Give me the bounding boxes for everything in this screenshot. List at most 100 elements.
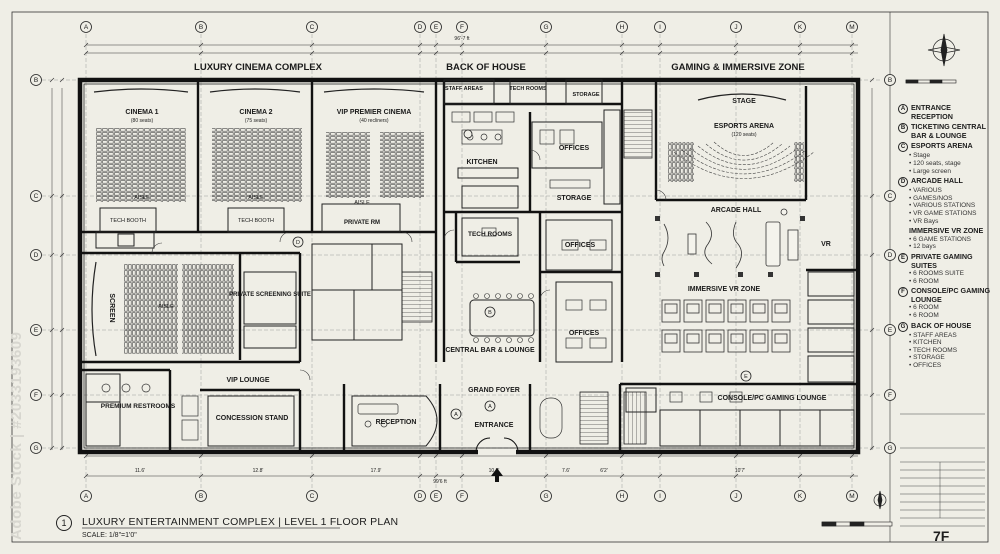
room-vr: VR — [821, 241, 831, 248]
room-immersive: IMMERSIVE VR ZONE — [688, 286, 761, 293]
grid-bubble-row — [884, 389, 896, 401]
grid-label-col: M — [849, 24, 854, 31]
grid-label-col: M — [849, 493, 854, 500]
legend-subitem: • STAFF AREAS — [909, 331, 957, 339]
grid-bubble-col — [414, 490, 426, 502]
grid-label-col: A — [84, 493, 89, 500]
legend-key-circle: F — [898, 287, 908, 298]
grid-bubble-col — [654, 21, 666, 33]
grid-bubble-col — [730, 490, 742, 502]
legend-subitem: • 120 seats, stage — [909, 159, 961, 167]
grid-bubble-col — [456, 490, 468, 502]
room-vip-cinema-seats: (40 recliners) — [359, 118, 389, 124]
tech-booth-1: TECH BOOTH — [110, 218, 146, 224]
room-vip-cinema: VIP PREMIER CINEMA — [337, 109, 412, 116]
vr-pod — [727, 299, 747, 323]
grid-bubble-row — [30, 190, 42, 202]
legend-title: PRIVATE GAMING SUITES — [911, 251, 973, 270]
grid-label-col: H — [620, 493, 625, 500]
room-kitchen: KITCHEN — [466, 159, 497, 166]
grid-bubble-col — [80, 21, 92, 33]
grid-bubble-col — [730, 21, 742, 33]
legend-subitem: • VARIOUS — [909, 187, 942, 195]
grid-label-row: G — [33, 445, 38, 452]
tech-booth-2: TECH BOOTH — [238, 218, 274, 224]
grid-bubble-col — [654, 490, 666, 502]
grid-label-col: E — [434, 24, 439, 31]
grid-bubble-col — [456, 21, 468, 33]
legend-subitem: • Large screen — [909, 167, 952, 175]
grid-label-row: C — [34, 193, 39, 200]
grid-label-row: F — [888, 392, 892, 399]
svg-text:A: A — [454, 412, 458, 418]
sheet-number: 7F — [933, 528, 950, 544]
room-cinema-1-seats: (80 seats) — [131, 118, 154, 124]
bottom-dimension: 11.6' — [135, 468, 145, 474]
grid-label-col: B — [199, 24, 203, 31]
grid-bubble-col — [80, 490, 92, 502]
room-central-bar: CENTRAL BAR & LOUNGE — [445, 347, 535, 354]
svg-text:A: A — [488, 404, 492, 410]
grid-label-col: G — [543, 493, 548, 500]
room-concession: CONCESSION STAND — [216, 415, 289, 422]
room-cinema-1: CINEMA 1 — [125, 109, 158, 116]
north-arrow-icon — [927, 33, 961, 67]
room-offices-1: OFFICES — [559, 145, 590, 152]
grid-bubble-col — [846, 21, 858, 33]
room-vip-lounge: VIP LOUNGE — [226, 377, 269, 384]
aisle-1: AISLE — [134, 195, 150, 201]
grid-bubble-row — [30, 249, 42, 261]
legend-key-circle: D — [898, 177, 908, 188]
vr-pod — [771, 329, 791, 353]
watermark: Adobe Stock | #2033193609 — [8, 331, 25, 540]
room-cinema-2: CINEMA 2 — [239, 109, 272, 116]
grid-label-col: C — [310, 24, 315, 31]
bottom-dimension: 10.9' — [489, 468, 500, 474]
room-tech-rooms-top: TECH ROOMS — [509, 86, 547, 92]
grid-label-col: J — [734, 24, 737, 31]
grid-bubble-col — [846, 490, 858, 502]
grid-bubble-row — [884, 324, 896, 336]
legend-title: ENTRANCE RECEPTION — [911, 103, 953, 121]
room-staff-areas: STAFF AREAS — [445, 86, 483, 92]
room-esports: ESPORTS ARENA — [714, 123, 774, 130]
grid-label-col: K — [798, 493, 803, 500]
grid-label-row: E — [888, 327, 893, 334]
legend-title: ESPORTS ARENA — [911, 141, 973, 151]
legend-key-circle: B — [898, 123, 908, 134]
vr-pod — [661, 299, 681, 323]
grid-bubble-col — [195, 490, 207, 502]
grid-bubble-col — [430, 21, 442, 33]
grid-label-col: E — [434, 493, 439, 500]
legend-subitem: • 6 GAME STATIONS — [909, 235, 972, 243]
grid-label-col: H — [620, 24, 625, 31]
grid-label-col: D — [418, 493, 423, 500]
legend-key-circle: E — [898, 252, 908, 263]
legend-subitem: • OFFICES — [909, 362, 942, 370]
vr-pod — [705, 329, 725, 353]
legend-subitem: • 6 ROOM — [909, 312, 939, 320]
grid-bubble-row — [884, 74, 896, 86]
legend-subitem: • 6 ROOM — [909, 304, 939, 312]
grid-bubble-col — [540, 21, 552, 33]
legend-subitem: • TECH ROOMS — [909, 346, 958, 354]
grid-label-col: F — [460, 24, 464, 31]
bottom-dimension: 10'7' — [735, 468, 745, 474]
room-cinema-2-seats: (75 seats) — [245, 118, 268, 124]
grid-bubble-col — [414, 21, 426, 33]
legend-subitem: • VARIOUS STATIONS — [909, 202, 976, 210]
room-arcade: ARCADE HALL — [711, 207, 762, 214]
north-arrow-small-icon — [873, 490, 887, 510]
entrance-arrow-icon — [491, 468, 503, 482]
grid-bubble-row — [884, 249, 896, 261]
legend-subitem: • GAMES/NOS — [909, 194, 953, 202]
legend-key-circle: C — [898, 142, 908, 153]
grid-bubble-col — [540, 490, 552, 502]
drawing-scale: SCALE: 1/8"=1'0" — [82, 532, 137, 539]
grid-bubble-col — [616, 490, 628, 502]
